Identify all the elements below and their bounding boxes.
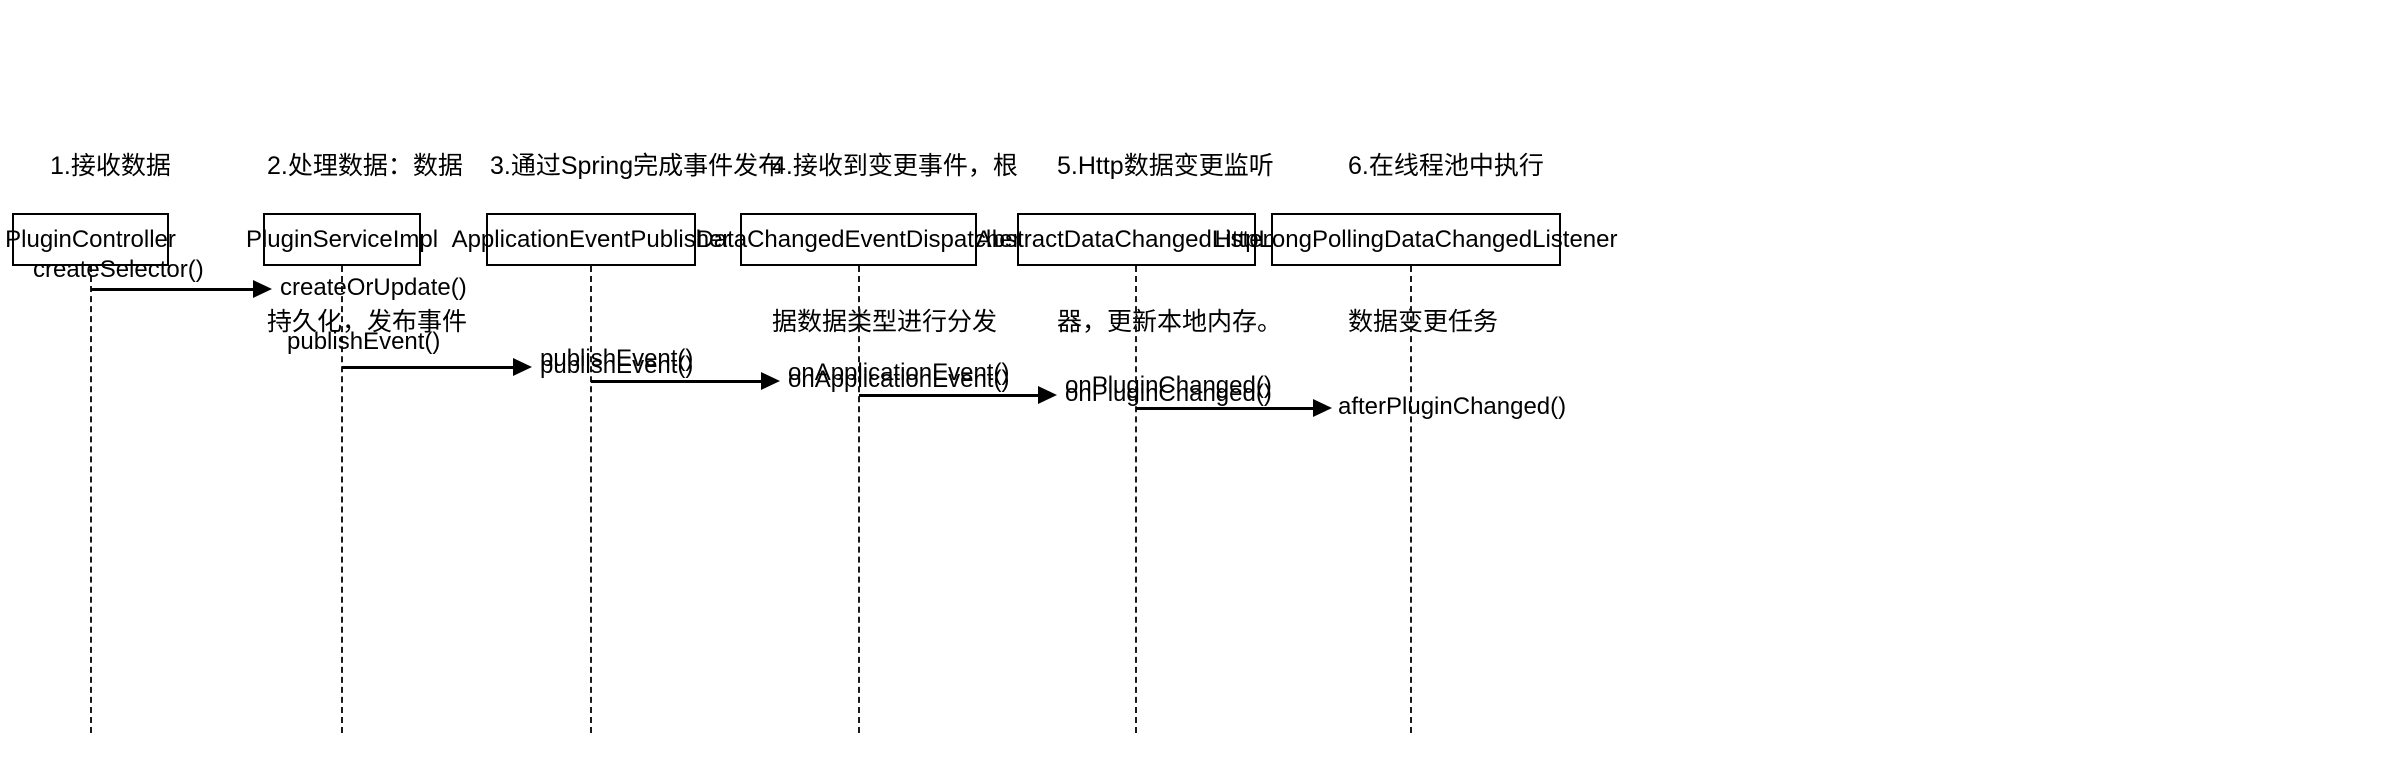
lifeline-abstract-data-changed-listener (1135, 266, 1137, 733)
lifeline-http-long-polling-data-changed-listener (1410, 266, 1412, 733)
message-2-arrowhead (513, 358, 532, 376)
message-5-line (1136, 407, 1313, 410)
message-1-source-label: createSelector() (33, 256, 204, 283)
message-3-line (591, 380, 761, 383)
message-5-source-label: onPluginChanged() (1065, 372, 1272, 399)
participant-label: PluginServiceImpl (245, 225, 439, 253)
note-2-line-2: 持久化，发布事件 (267, 308, 468, 336)
note-1-line-1: 1.接收数据 (50, 152, 171, 180)
lifeline-application-event-publisher (590, 266, 592, 733)
participant-label: HttpLongPollingDataChangedListener (1214, 225, 1618, 253)
note-6-line-2: 数据变更任务 (1348, 308, 1499, 336)
note-3-line-1: 3.通过Spring完成事件发布 (490, 152, 784, 180)
lifeline-plugin-controller (90, 266, 92, 733)
message-1-target-label: createOrUpdate() (280, 274, 467, 301)
note-6-line-1: 6.在线程池中执行 (1348, 152, 1544, 180)
message-2-line (342, 366, 513, 369)
participant-label: AbstractDataChangedListener (975, 225, 1298, 253)
participant-label: ApplicationEventPublisher (451, 225, 731, 253)
message-3-arrowhead (761, 372, 780, 390)
participant-http-long-polling-data-changed-listener[interactable]: HttpLongPollingDataChangedListener (1215, 213, 1617, 266)
message-4-arrowhead (1038, 386, 1057, 404)
message-4-source-label: onApplicationEvent() (788, 359, 1010, 386)
message-1-line (91, 288, 253, 291)
note-5-line-2: 器，更新本地内存。 (1057, 308, 1283, 336)
message-1-arrowhead (253, 280, 272, 298)
participant-plugin-controller[interactable]: PluginController (5, 213, 176, 266)
lifeline-data-changed-event-dispatcher (858, 266, 860, 733)
message-4-line (859, 394, 1038, 397)
message-3-source-label: publishEvent() (540, 345, 694, 372)
participant-application-event-publisher[interactable]: ApplicationEventPublisher (452, 213, 730, 266)
note-4: 4.接收到变更事件，根 据数据类型进行分发 (772, 36, 1032, 452)
participant-label: PluginController (5, 225, 176, 253)
message-5-target-label: afterPluginChanged() (1338, 393, 1567, 420)
note-4-line-1: 4.接收到变更事件，根 (772, 152, 1018, 180)
participant-abstract-data-changed-listener[interactable]: AbstractDataChangedListener (976, 213, 1297, 266)
message-3-target-label: onApplicationEvent() (788, 366, 1010, 393)
message-2-source-label: publishEvent() (287, 328, 441, 355)
note-2: 2.处理数据：数据 持久化，发布事件 (267, 36, 507, 452)
message-2-target-label: publishEvent() (540, 352, 694, 379)
note-3: 3.通过Spring完成事件发布 (490, 36, 820, 296)
note-4-line-2: 据数据类型进行分发 (772, 308, 998, 336)
participant-plugin-service-impl[interactable]: PluginServiceImpl (246, 213, 438, 266)
lifeline-plugin-service-impl (341, 266, 343, 733)
message-5-arrowhead (1313, 399, 1332, 417)
participant-data-changed-event-dispatcher[interactable]: DataChangedEventDispatcher (696, 213, 1021, 266)
message-4-target-label: onPluginChanged() (1065, 380, 1272, 407)
note-5-line-1: 5.Http数据变更监听 (1057, 152, 1274, 180)
note-6: 6.在线程池中执行 数据变更任务 (1348, 36, 1608, 452)
note-5: 5.Http数据变更监听 器，更新本地内存。 (1057, 36, 1317, 452)
participant-label: DataChangedEventDispatcher (696, 225, 1021, 253)
note-2-line-1: 2.处理数据：数据 (267, 152, 463, 180)
note-1: 1.接收数据 (50, 36, 280, 296)
